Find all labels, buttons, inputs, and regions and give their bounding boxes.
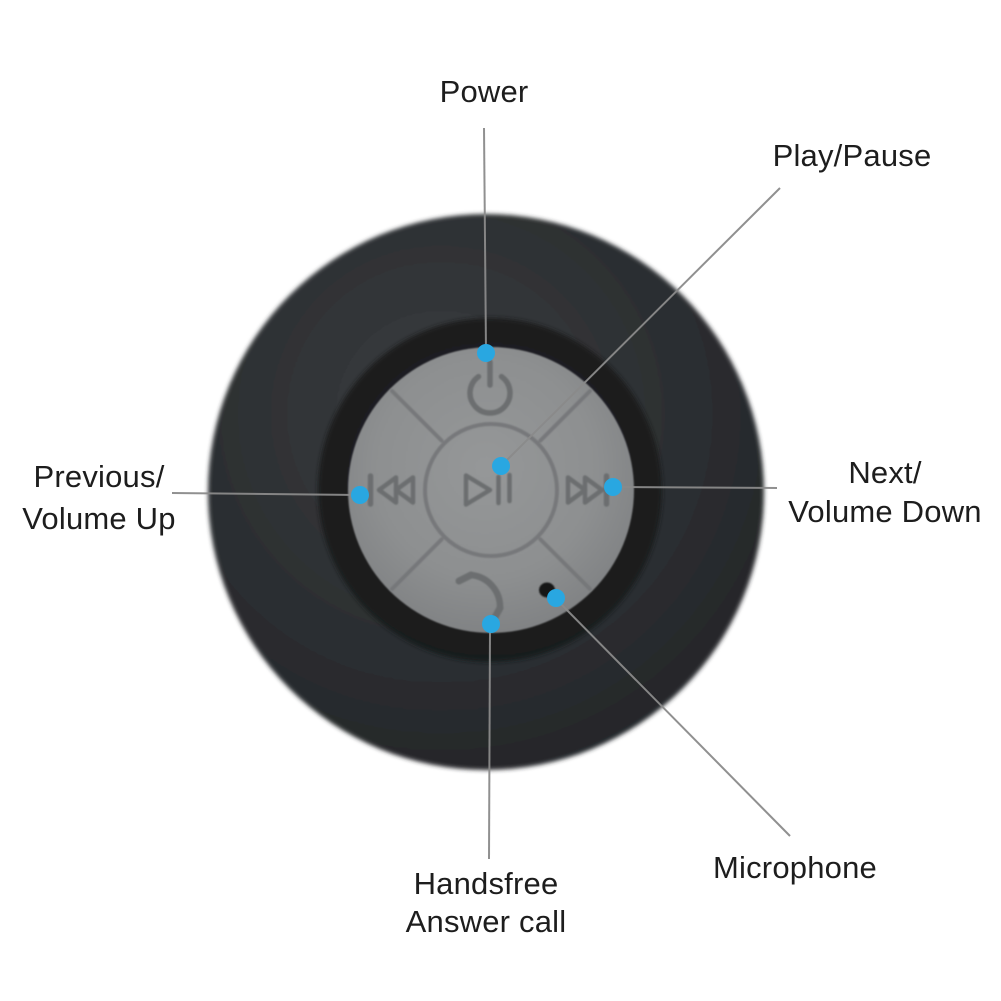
- play-pause-callout-dot: [492, 457, 510, 475]
- previous-icon: [367, 473, 416, 507]
- previous-volume-up-label: Previous/ Volume Up: [0, 456, 204, 540]
- handsfree-callout-line: [488, 626, 491, 860]
- handsfree-label: Handsfree Answer call: [386, 865, 586, 941]
- play-pause-label: Play/Pause: [772, 138, 932, 173]
- pad-divider-nw: [390, 389, 444, 443]
- pad-divider-sw: [390, 537, 444, 591]
- previous-label-line1: Previous/: [33, 459, 165, 494]
- power-callout-line: [483, 127, 487, 353]
- next-callout-line: [613, 486, 778, 489]
- pad-divider-ne: [538, 389, 592, 443]
- next-volume-down-label: Next/ Volume Down: [770, 453, 1000, 531]
- next-label-line1: Next/: [848, 455, 922, 490]
- microphone-callout-dot: [547, 589, 565, 607]
- center-button-ring: [423, 422, 559, 558]
- handsfree-label-line2: Answer call: [405, 904, 567, 939]
- microphone-label: Microphone: [713, 850, 877, 885]
- play-pause-callout-line: [501, 187, 781, 466]
- next-label-line2: Volume Down: [788, 494, 982, 529]
- handsfree-callout-dot: [482, 615, 500, 633]
- previous-callout-dot: [351, 486, 369, 504]
- power-icon: [467, 359, 513, 416]
- microphone-callout-line: [555, 598, 791, 837]
- previous-callout-line: [171, 492, 360, 496]
- handsfree-label-line1: Handsfree: [413, 866, 559, 901]
- next-callout-dot: [604, 478, 622, 496]
- previous-label-line2: Volume Up: [22, 501, 176, 536]
- pad-divider-se: [538, 537, 592, 591]
- power-callout-dot: [477, 344, 495, 362]
- power-label: Power: [439, 74, 529, 109]
- play-pause-icon: [463, 472, 512, 507]
